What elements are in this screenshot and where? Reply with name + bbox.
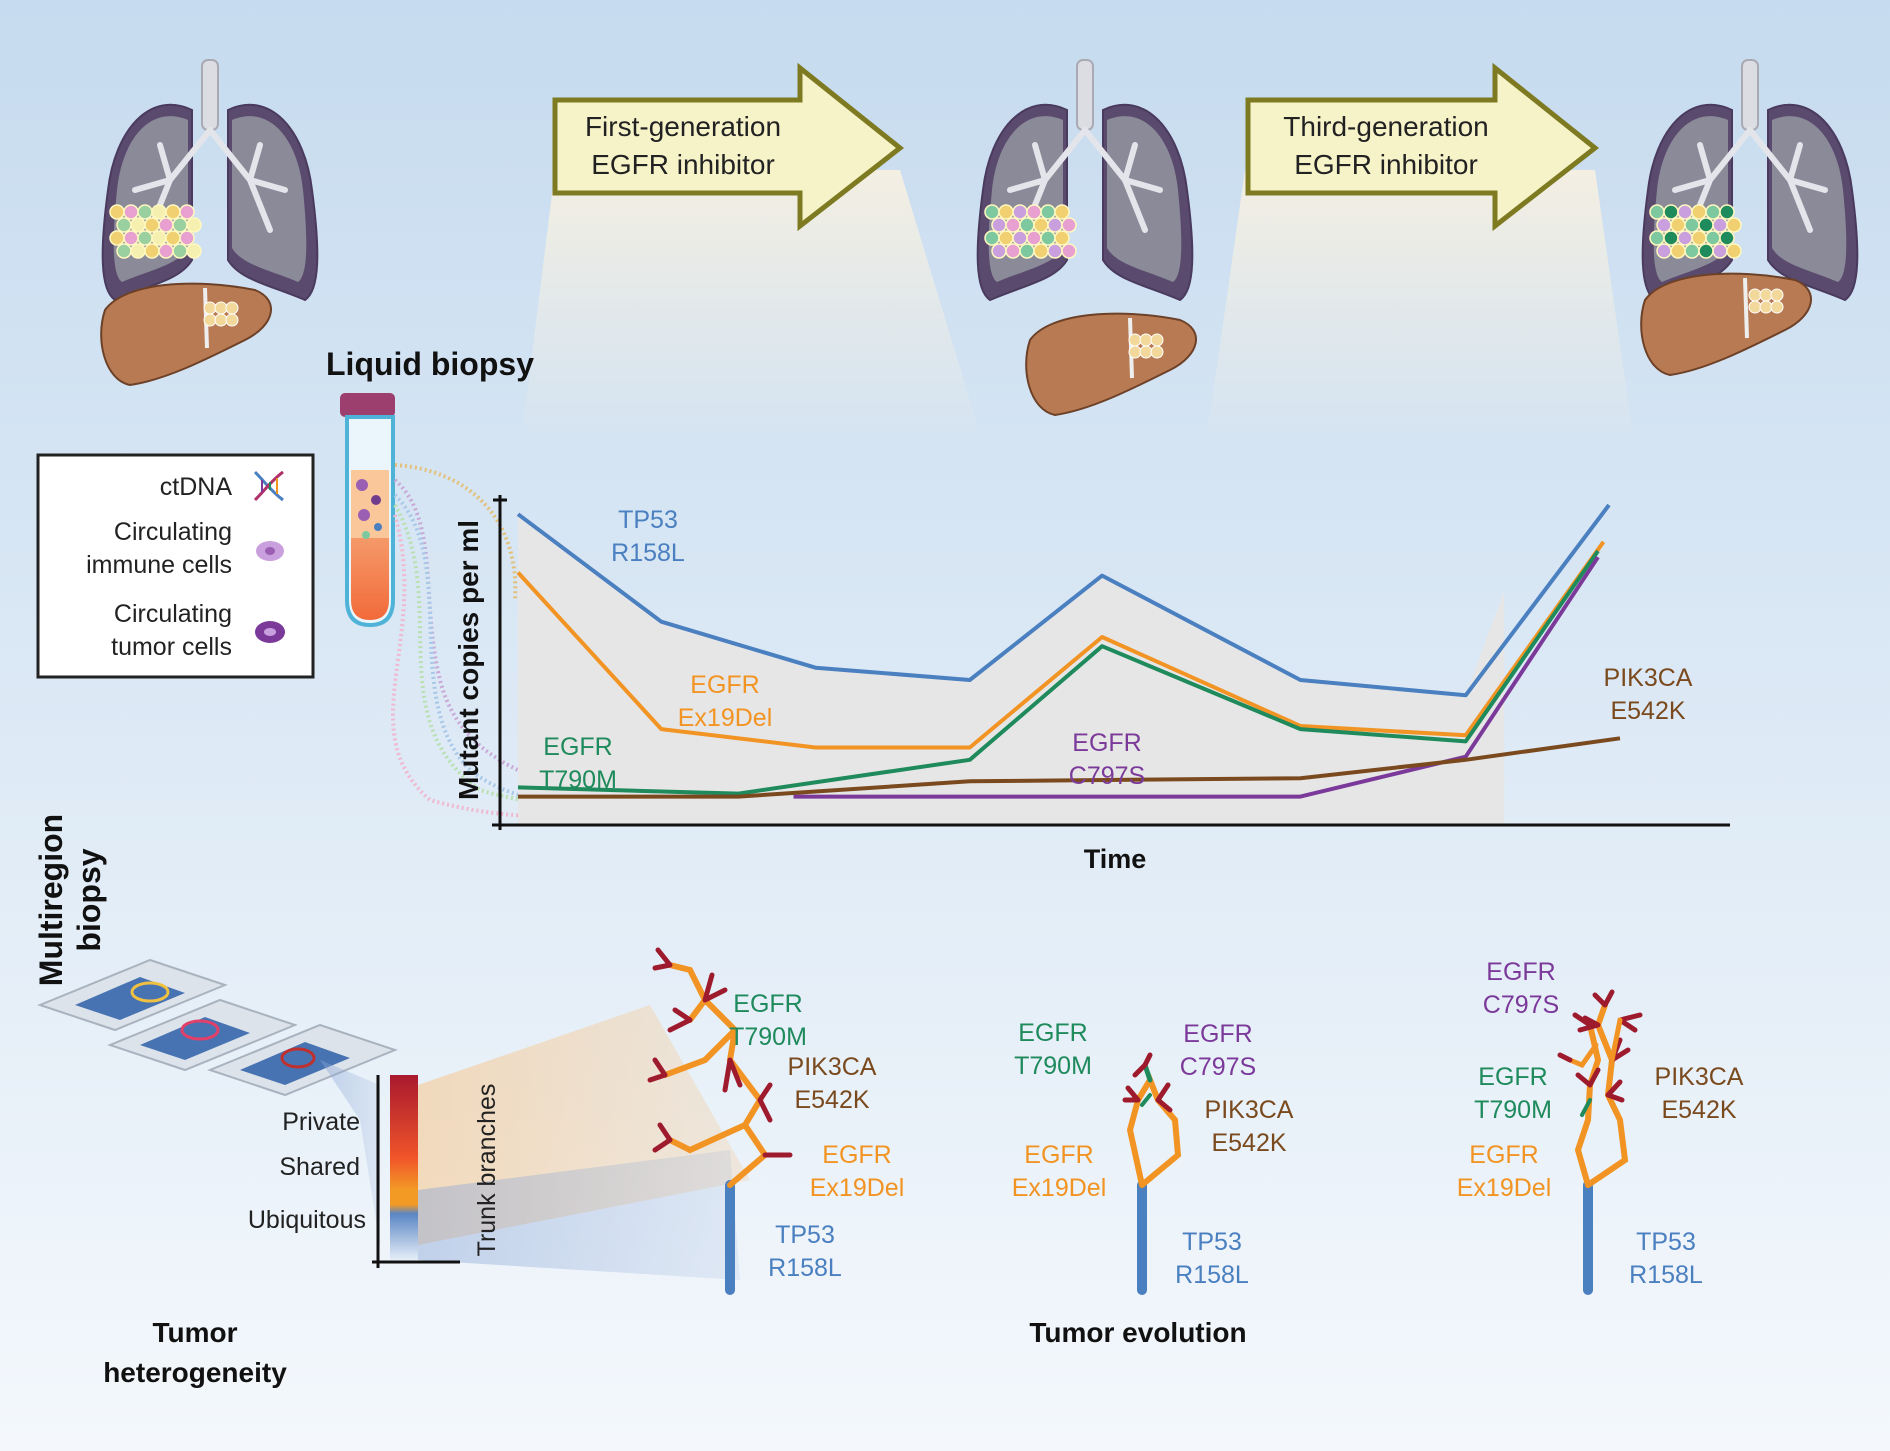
tumor-heterogeneity-line1: Tumor: [152, 1317, 237, 1348]
tree3-c797s-1: EGFR: [1486, 958, 1555, 986]
lungs-icon-3: [1641, 59, 1859, 302]
series-line-egfr-c797s: [793, 556, 1600, 799]
tree2-t790m-2: T790M: [1014, 1052, 1092, 1080]
label-tp53-line2: R158L: [611, 539, 685, 567]
test-tube-icon: [340, 393, 395, 628]
tree-2-labels: EGFR T790M EGFR C797S PIK3CA E542K EGFR …: [1012, 1019, 1294, 1289]
arrow-first-line2: EGFR inhibitor: [591, 149, 775, 180]
tree2-c797s-1: EGFR: [1183, 1020, 1252, 1048]
arrow-third-generation: Third-generation EGFR inhibitor: [1245, 62, 1600, 232]
tree3-c797s-2: C797S: [1483, 991, 1559, 1019]
tree3-pik3ca-2: E542K: [1661, 1096, 1736, 1124]
label-exdel-line1: EGFR: [690, 671, 759, 699]
label-pik3ca-line2: E542K: [1610, 697, 1685, 725]
tree1-tp53-2: R158L: [768, 1254, 842, 1282]
series-line-egfr-t790m: [517, 549, 1600, 796]
tree1-tp53-1: TP53: [775, 1221, 835, 1249]
tumor-evolution-caption: Tumor evolution: [1029, 1317, 1246, 1348]
label-t790m-line2: T790M: [539, 766, 617, 794]
label-c797s-line2: C797S: [1069, 762, 1145, 790]
tree3-t790m-1: EGFR: [1478, 1063, 1547, 1091]
label-t790m-line1: EGFR: [543, 733, 612, 761]
tree2-exdel-1: EGFR: [1024, 1141, 1093, 1169]
liver-icon-1: [100, 282, 272, 387]
beam-first: [520, 170, 985, 450]
multiregion-line2: biopsy: [71, 848, 107, 951]
phylo-tree-2: [1122, 1052, 1182, 1295]
tree2-exdel-2: Ex19Del: [1012, 1174, 1107, 1202]
arrow-first-generation: First-generation EGFR inhibitor: [552, 62, 905, 232]
tree2-tp53-1: TP53: [1182, 1228, 1242, 1256]
tree2-pik3ca-1: PIK3CA: [1205, 1096, 1294, 1124]
legend-box: ctDNA Circulating immune cells Circulati…: [36, 453, 315, 679]
label-tp53-line1: TP53: [618, 506, 678, 534]
multiregion-line1: Multiregion: [33, 814, 69, 986]
label-exdel-line2: Ex19Del: [678, 704, 773, 732]
liquid-biopsy-title: Liquid biopsy: [326, 346, 534, 382]
tree3-tp53-2: R158L: [1629, 1261, 1703, 1289]
series-line-tp53-r158l: [516, 503, 1611, 698]
tree2-t790m-1: EGFR: [1018, 1019, 1087, 1047]
line-chart: Mutant copies per ml Time: [453, 495, 1730, 874]
phylo-tree-1: [647, 947, 793, 1295]
cone-tree-blue: [418, 1150, 740, 1280]
beam-third: [1205, 170, 1635, 450]
scale-shared: Shared: [279, 1153, 360, 1181]
tree1-t790m-1: EGFR: [733, 990, 802, 1018]
tree-1-labels: EGFR T790M PIK3CA E542K EGFR Ex19Del TP5…: [729, 990, 904, 1282]
chart-shaded-area: [518, 514, 1505, 825]
tree1-exdel-2: Ex19Del: [810, 1174, 905, 1202]
tree1-pik3ca-1: PIK3CA: [788, 1053, 877, 1081]
heterogeneity-scale: Private Shared Ubiquitous Trunk branches: [248, 1075, 501, 1268]
tree1-pik3ca-2: E542K: [794, 1086, 869, 1114]
liver-icon-3: [1640, 272, 1812, 377]
scale-private: Private: [282, 1108, 360, 1136]
tree2-c797s-2: C797S: [1180, 1053, 1256, 1081]
label-c797s-line1: EGFR: [1072, 729, 1141, 757]
lungs-icon-1: [101, 59, 319, 302]
tree3-exdel-1: EGFR: [1469, 1141, 1538, 1169]
tree1-exdel-1: EGFR: [822, 1141, 891, 1169]
biopsy-slides: [37, 958, 398, 1097]
legend-tumor-line2: tumor cells: [111, 633, 232, 661]
label-pik3ca-line1: PIK3CA: [1604, 664, 1693, 692]
trunk-branches-label: Trunk branches: [473, 1084, 501, 1257]
scale-ubiquitous: Ubiquitous: [248, 1206, 366, 1234]
liver-icon-2: [1025, 312, 1197, 417]
arrow-third-line2: EGFR inhibitor: [1294, 149, 1478, 180]
tree-3-labels: EGFR C797S EGFR T790M PIK3CA E542K EGFR …: [1457, 958, 1744, 1289]
series-labels: TP53 R158L EGFR Ex19Del EGFR T790M EGFR …: [539, 506, 1693, 794]
tree3-pik3ca-1: PIK3CA: [1655, 1063, 1744, 1091]
arrow-first-line1: First-generation: [585, 111, 781, 142]
series-line-pik3ca-e542k: [518, 736, 1621, 799]
tree2-pik3ca-2: E542K: [1211, 1129, 1286, 1157]
tumor-heterogeneity-line2: heterogeneity: [103, 1357, 287, 1388]
tree1-t790m-2: T790M: [729, 1023, 807, 1051]
phylo-tree-3: [1557, 989, 1643, 1295]
y-axis-label: Mutant copies per ml: [453, 520, 484, 800]
legend-tumor-line1: Circulating: [114, 600, 232, 628]
dna-icon: [253, 470, 284, 502]
tree3-exdel-2: Ex19Del: [1457, 1174, 1552, 1202]
x-axis-label: Time: [1084, 844, 1147, 874]
legend-immune-line2: immune cells: [86, 551, 232, 579]
arrow-third-line1: Third-generation: [1283, 111, 1488, 142]
legend-immune-line1: Circulating: [114, 518, 232, 546]
legend-ctdna-label: ctDNA: [160, 473, 233, 501]
tree3-t790m-2: T790M: [1474, 1096, 1552, 1124]
series-line-egfr-ex19del: [516, 540, 1606, 750]
cone-slide: [320, 1060, 380, 1245]
tree3-tp53-1: TP53: [1636, 1228, 1696, 1256]
lungs-icon-2: [976, 59, 1194, 302]
tree2-tp53-2: R158L: [1175, 1261, 1249, 1289]
scale-gradient-bar: [390, 1075, 418, 1260]
